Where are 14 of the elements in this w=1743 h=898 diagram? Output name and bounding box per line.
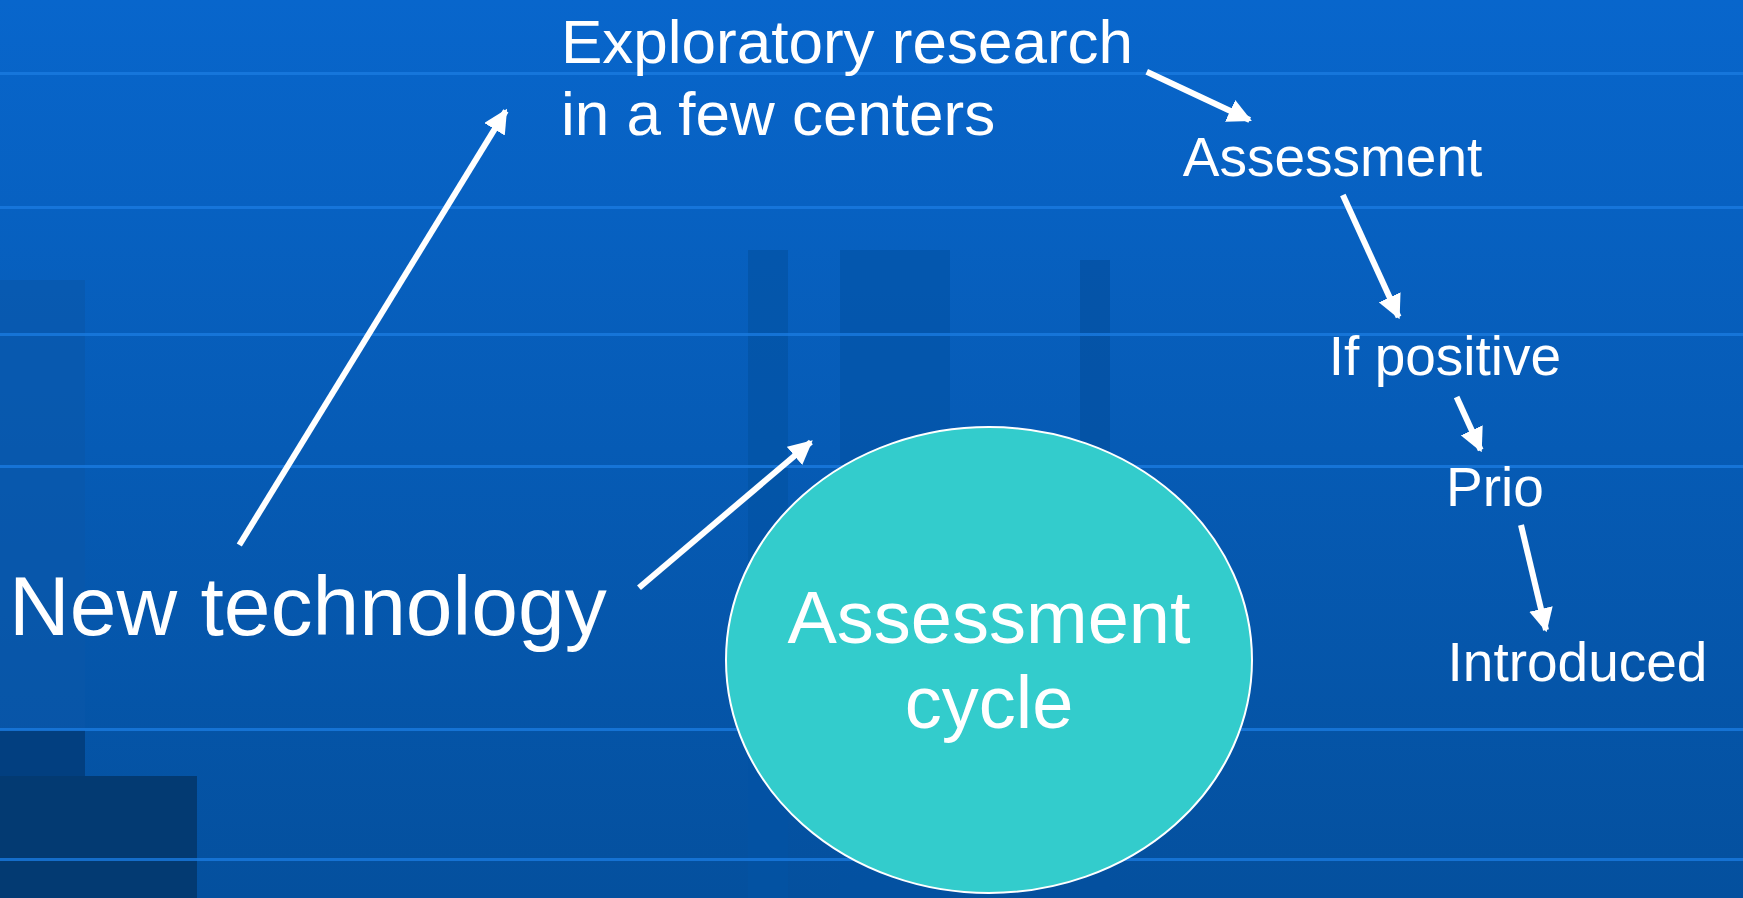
arrow — [1340, 193, 1402, 320]
node-label: Exploratory research in a few centers — [561, 6, 1135, 149]
arrow — [236, 108, 509, 547]
cycle-ellipse — [724, 425, 1254, 895]
arrow — [1145, 69, 1252, 123]
node-label: If positive — [1328, 325, 1562, 389]
node-label: Prio — [1446, 455, 1544, 520]
arrow — [1453, 395, 1484, 453]
arrow — [637, 439, 813, 590]
arrow — [1518, 524, 1553, 633]
node-label: Assessment — [1182, 125, 1483, 190]
node-label: Assessment cycle — [786, 574, 1192, 746]
node-label: Introduced — [1447, 630, 1708, 695]
node-label: New technology — [9, 557, 608, 655]
